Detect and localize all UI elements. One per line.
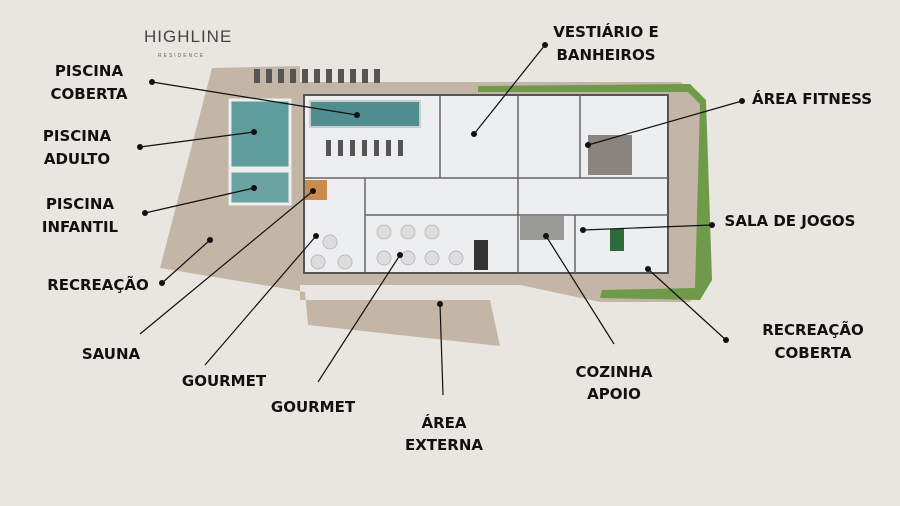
label-text: ADULTO bbox=[44, 150, 110, 168]
label-area-externa: ÁREA EXTERNA bbox=[405, 413, 483, 454]
cozinha-zone bbox=[520, 216, 564, 240]
loungers bbox=[254, 69, 403, 156]
label-text: COZINHA bbox=[576, 363, 653, 381]
sauna-room bbox=[305, 180, 327, 200]
logo-text: HIGHLINE bbox=[144, 27, 232, 46]
interior-walls bbox=[304, 95, 668, 273]
label-recreacao: RECREAÇÃO bbox=[47, 275, 149, 294]
highline-logo: HIGHLINE RESIDENCE bbox=[144, 27, 232, 59]
label-vestiario-banheiros: VESTIÁRIO E BANHEIROS bbox=[553, 22, 658, 64]
label-gourmet-2: GOURMET bbox=[271, 398, 356, 416]
label-text: SAUNA bbox=[82, 345, 141, 363]
label-text: APOIO bbox=[587, 385, 641, 403]
label-cozinha-apoio: COZINHA APOIO bbox=[576, 363, 653, 403]
label-text: PISCINA bbox=[55, 62, 124, 80]
label-text: VESTIÁRIO E bbox=[553, 22, 658, 41]
label-piscina-adulto: PISCINA ADULTO bbox=[43, 127, 112, 168]
gourmet-tables bbox=[310, 224, 464, 270]
label-text: COBERTA bbox=[775, 344, 852, 362]
label-area-fitness: ÁREA FITNESS bbox=[752, 89, 872, 108]
label-text: SALA DE JOGOS bbox=[725, 212, 856, 230]
label-text: GOURMET bbox=[271, 398, 356, 416]
label-recreacao-coberta: RECREAÇÃO COBERTA bbox=[762, 320, 864, 362]
label-sala-de-jogos: SALA DE JOGOS bbox=[725, 212, 856, 230]
label-sauna: SAUNA bbox=[82, 345, 141, 363]
label-text: RECREAÇÃO bbox=[47, 275, 149, 294]
label-text: INFANTIL bbox=[42, 218, 119, 236]
counter bbox=[474, 240, 488, 270]
label-text: ÁREA FITNESS bbox=[752, 89, 872, 108]
fitness-zone bbox=[588, 135, 632, 175]
label-text: ÁREA bbox=[421, 413, 466, 432]
label-text: RECREAÇÃO bbox=[762, 320, 864, 339]
label-piscina-coberta: PISCINA COBERTA bbox=[51, 62, 128, 103]
piscina-coberta-pool bbox=[309, 100, 421, 128]
site-plan bbox=[160, 66, 712, 346]
logo-tagline: RESIDENCE bbox=[158, 53, 205, 59]
label-gourmet-1: GOURMET bbox=[182, 372, 267, 390]
piscina-infantil-pool bbox=[228, 169, 292, 206]
label-text: COBERTA bbox=[51, 85, 128, 103]
label-text: PISCINA bbox=[43, 127, 112, 145]
ping-pong-table bbox=[610, 229, 624, 251]
label-text: BANHEIROS bbox=[556, 46, 655, 64]
leader-lines bbox=[137, 42, 745, 396]
label-text: GOURMET bbox=[182, 372, 267, 390]
label-text: PISCINA bbox=[46, 195, 115, 213]
label-piscina-infantil: PISCINA INFANTIL bbox=[42, 195, 119, 236]
label-text: EXTERNA bbox=[405, 436, 483, 454]
